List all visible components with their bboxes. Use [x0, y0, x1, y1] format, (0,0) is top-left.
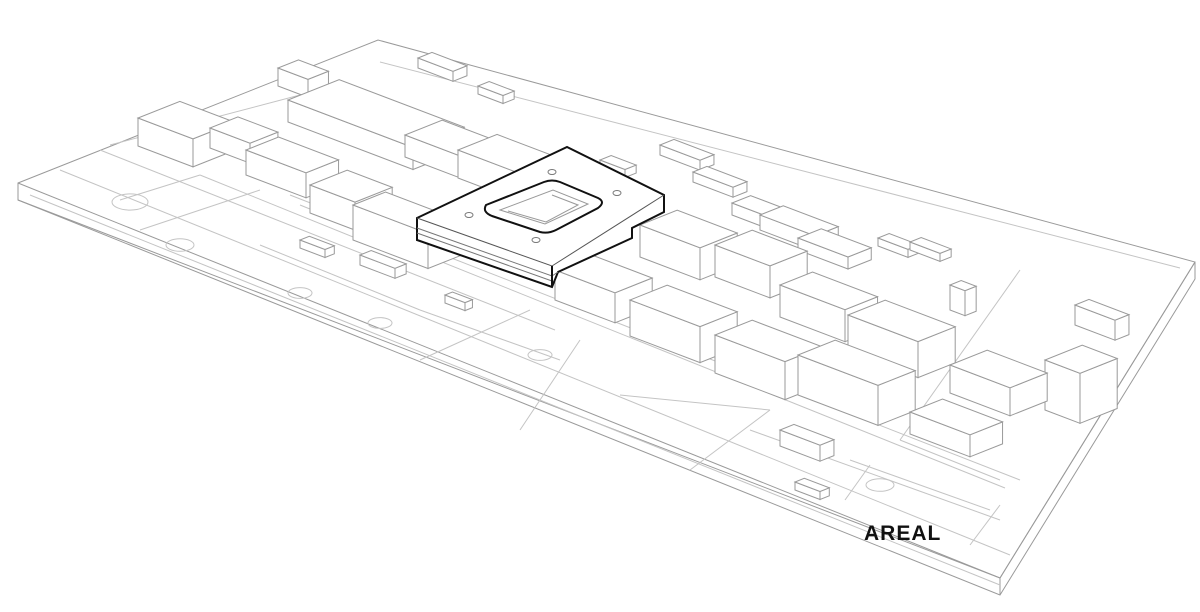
building-roof: [658, 138, 716, 161]
field-circle: [367, 317, 393, 329]
areal-label: AREAL: [864, 522, 942, 545]
building-roof: [758, 205, 840, 237]
building-roof: [308, 169, 394, 203]
building-block: [691, 165, 749, 198]
building-roof: [948, 280, 978, 292]
road-line: [969, 504, 1001, 546]
building-block: [358, 250, 408, 280]
building-block: [443, 291, 474, 312]
building-block: [298, 235, 336, 259]
building-block: [1073, 298, 1131, 341]
building-roof: [778, 423, 836, 446]
building-block: [796, 228, 873, 270]
field-circle: [287, 287, 313, 299]
building-roof: [1043, 344, 1119, 374]
building-roof: [778, 271, 879, 311]
building-block: [416, 51, 469, 83]
building-block: [908, 237, 953, 263]
building-roof: [908, 398, 1004, 436]
building-block: [948, 349, 1049, 417]
road-line: [844, 464, 871, 501]
field-circle: [165, 238, 195, 252]
building-block: [658, 138, 716, 171]
building-roof: [948, 349, 1049, 389]
road-line: [619, 394, 771, 411]
building-block: [796, 339, 917, 427]
building-block: [778, 423, 836, 462]
road-line: [119, 174, 201, 201]
building-roof: [846, 299, 957, 343]
building-roof: [598, 155, 638, 171]
road-line: [419, 309, 561, 361]
building-block: [948, 280, 978, 317]
building-roof: [276, 59, 330, 80]
road-line: [29, 194, 1001, 586]
building-roof: [638, 209, 739, 249]
building-roof: [244, 136, 340, 174]
stadium-highlight: [416, 145, 665, 289]
field-circle: [111, 193, 149, 211]
building-block: [476, 81, 516, 105]
road-line: [259, 244, 421, 311]
road-line: [849, 459, 991, 511]
building-roof: [1073, 298, 1131, 321]
building-block: [793, 477, 831, 501]
field-circle: [865, 478, 895, 492]
road-line: [419, 309, 531, 361]
building-block: [908, 398, 1004, 458]
building-roof: [796, 339, 917, 386]
field-circle: [527, 349, 553, 361]
building-side-face: [964, 285, 977, 317]
building-block: [846, 299, 957, 379]
building-roof: [476, 81, 516, 97]
road-line: [139, 189, 261, 231]
building-roof: [796, 228, 873, 258]
building-roof: [908, 237, 953, 254]
road-line: [99, 149, 556, 331]
building-roof: [298, 235, 336, 251]
building-roof: [691, 165, 749, 188]
building-block: [1043, 344, 1119, 425]
building-roof: [358, 250, 408, 269]
road-line: [899, 439, 1001, 481]
building-roof: [628, 284, 739, 328]
road-line: [689, 409, 771, 471]
road-line: [519, 339, 581, 431]
building-roof: [443, 291, 474, 304]
building-roof: [416, 51, 469, 72]
building-roof: [713, 229, 809, 267]
building-roof: [793, 477, 831, 493]
building-roof: [208, 116, 280, 144]
